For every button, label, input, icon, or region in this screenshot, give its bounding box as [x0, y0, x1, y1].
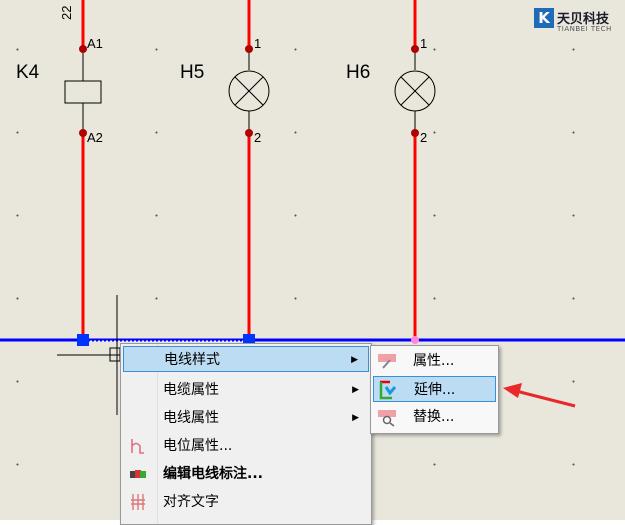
menu-item-align-text[interactable]: 对齐文字: [123, 489, 369, 515]
submenu-item-extend[interactable]: 延伸...: [373, 376, 496, 402]
wire-number: 22: [59, 5, 74, 20]
submenu-arrow-icon: ▶: [352, 385, 359, 395]
submenu-item-properties[interactable]: 属性...: [373, 348, 496, 374]
wire-label-icon: [130, 470, 146, 478]
pin-a1: A1: [87, 36, 103, 51]
properties-icon: [378, 354, 396, 369]
ref-k4: K4: [16, 62, 40, 83]
ref-h5: H5: [180, 62, 205, 83]
pin-h5-2: 2: [254, 130, 262, 145]
menu-item-potential-properties[interactable]: 电位属性...: [123, 433, 369, 459]
lamp-h5: [228, 49, 270, 133]
coil-symbol: [64, 80, 102, 104]
align-text-icon: [131, 494, 145, 510]
pin-h5-1: 1: [254, 36, 262, 51]
logo: K 天贝科技 TIANBEI TECH: [534, 8, 624, 34]
menu-item-cable-properties[interactable]: 电缆属性▶: [123, 377, 369, 403]
menu-item-wire-style[interactable]: 电线样式▶: [123, 346, 369, 372]
pin-h6-1: 1: [420, 36, 428, 51]
replace-icon: [378, 410, 396, 427]
pin-h6-2: 2: [420, 130, 428, 145]
logo-sub: TIANBEI TECH: [557, 25, 612, 33]
submenu-arrow-icon: ▶: [352, 413, 359, 423]
pin-a2: A2: [87, 130, 103, 145]
submenu-arrow-icon: ▶: [351, 355, 358, 365]
ref-h6: H6: [346, 62, 371, 83]
menu-item-wire-properties[interactable]: 电线属性▶: [123, 405, 369, 431]
logo-icon: K: [534, 8, 554, 28]
wire-style-submenu: 属性... 延伸... 替换...: [370, 345, 499, 434]
submenu-item-replace[interactable]: 替换...: [373, 404, 496, 430]
annotation-arrow: [515, 389, 576, 408]
menu-item-edit-wire-label[interactable]: 编辑电线标注...: [123, 461, 369, 487]
extend-icon: [379, 380, 397, 400]
lamp-h6: [394, 49, 436, 133]
potential-icon: [131, 439, 144, 454]
context-menu: 电线样式▶ 电缆属性▶ 电线属性▶ 电位属性... 编辑电线标注... 对齐文字: [120, 343, 372, 525]
logo-name: 天贝科技: [557, 12, 610, 27]
